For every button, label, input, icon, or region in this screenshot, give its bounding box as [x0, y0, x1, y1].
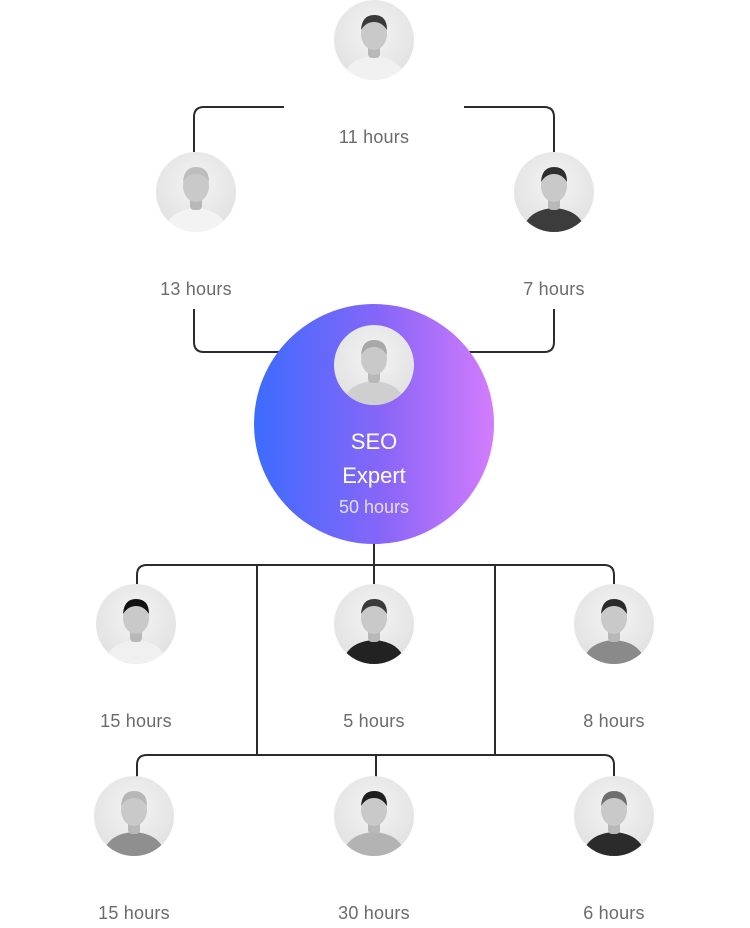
connector-mid-right — [466, 309, 555, 353]
hours-label-row2-right: 8 hours — [583, 711, 645, 731]
avatar-row2-right — [574, 584, 654, 664]
connector-top-left — [193, 106, 284, 152]
hours-label-upper-left: 13 hours — [160, 279, 232, 299]
hours-label-row3-right: 6 hours — [583, 903, 645, 923]
avatar-upper-right — [514, 152, 594, 232]
avatar-row3-middle — [334, 776, 414, 856]
avatar-seo-expert — [334, 325, 414, 405]
hub-title-line1: SEO — [350, 429, 398, 454]
seo-expert-hub: SEO Expert 50 hours — [254, 304, 494, 544]
connector-row2-bar — [136, 564, 615, 585]
avatar-row2-left — [96, 584, 176, 664]
connector-top-right — [464, 106, 555, 152]
avatar-row2-middle — [334, 584, 414, 664]
hours-label-upper-right: 7 hours — [523, 279, 585, 299]
avatar-top — [334, 0, 414, 80]
hours-label-top: 11 hours — [338, 127, 410, 147]
hours-label-row3-middle: 30 hours — [338, 903, 410, 923]
connector-mid-left — [193, 309, 282, 353]
avatar-upper-left — [156, 152, 236, 232]
hours-label-row2-left: 15 hours — [100, 711, 172, 731]
hub-title-line2: Expert — [342, 463, 406, 488]
avatar-row3-left — [94, 776, 174, 856]
avatar-row3-right — [574, 776, 654, 856]
hub-hours: 50 hours — [338, 497, 410, 517]
hours-label-row2-middle: 5 hours — [343, 711, 405, 731]
hours-label-row3-left: 15 hours — [98, 903, 170, 923]
